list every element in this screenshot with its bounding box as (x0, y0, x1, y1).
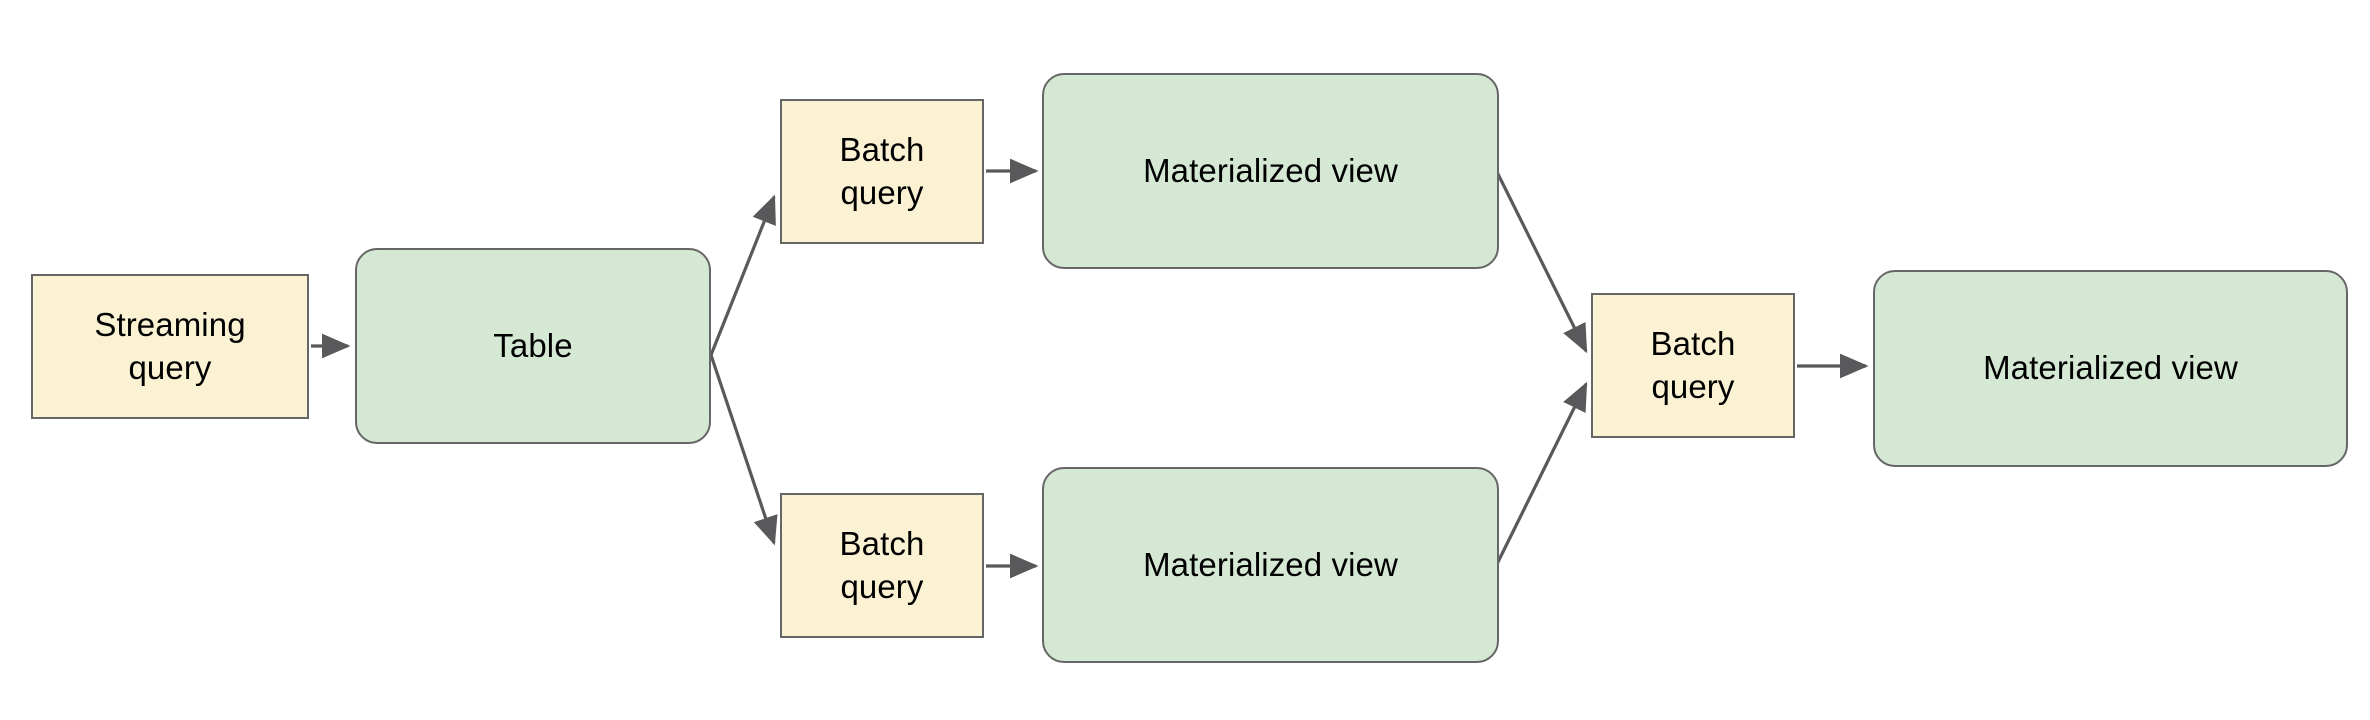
node-batch-query-bottom-label: Batch query (839, 525, 925, 605)
node-materialized-view-right-label: Materialized view (1983, 349, 2238, 387)
node-batch-query-bottom[interactable]: Batch query (780, 493, 984, 638)
node-materialized-view-right[interactable]: Materialized view (1873, 270, 2348, 467)
node-table-label: Table (493, 326, 573, 364)
node-materialized-view-bottom-label: Materialized view (1143, 545, 1398, 583)
node-batch-query-top[interactable]: Batch query (780, 99, 984, 244)
node-materialized-view-top-label: Materialized view (1143, 151, 1398, 189)
edge-table-to-batch-query-bottom (709, 354, 778, 546)
node-materialized-view-top[interactable]: Materialized view (1042, 73, 1499, 269)
edge-materialized-view-bottom-to-batch-query-right (1495, 381, 1588, 565)
node-streaming-query-label: Streaming query (94, 306, 246, 386)
node-materialized-view-bottom[interactable]: Materialized view (1042, 467, 1499, 663)
edge-materialized-view-top-to-batch-query-right (1495, 171, 1588, 354)
node-streaming-query[interactable]: Streaming query (31, 274, 309, 419)
node-batch-query-right-label: Batch query (1650, 325, 1736, 405)
edge-table-to-batch-query-top (709, 194, 776, 356)
node-table[interactable]: Table (355, 248, 711, 444)
node-batch-query-top-label: Batch query (839, 131, 925, 211)
node-batch-query-right[interactable]: Batch query (1591, 293, 1795, 438)
